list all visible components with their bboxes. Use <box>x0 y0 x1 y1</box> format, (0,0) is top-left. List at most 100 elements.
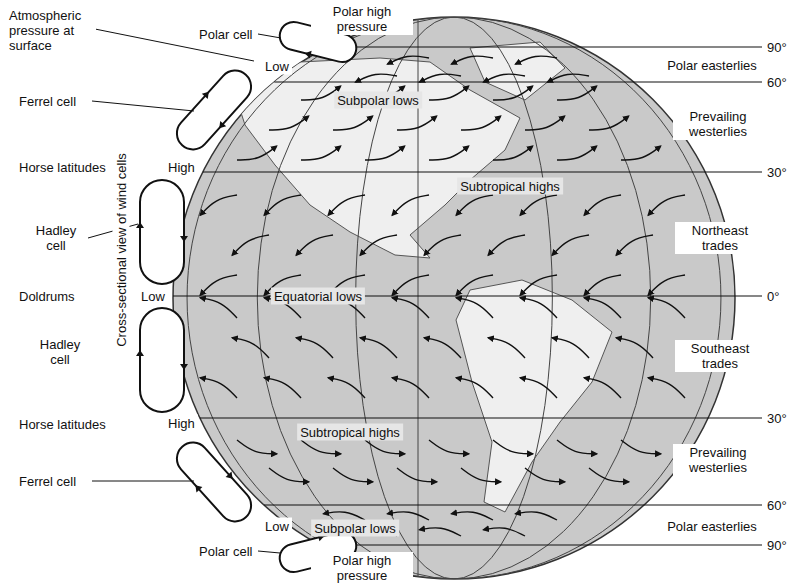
wind-arrow <box>419 74 461 82</box>
wind-arrow <box>200 275 237 295</box>
label: Southeast trades <box>675 340 765 372</box>
wind-arrow <box>648 195 685 215</box>
label: Cross-sectional view of wind cells <box>113 150 130 350</box>
wind-arrow <box>483 528 525 536</box>
latitude-line <box>320 544 762 545</box>
wind-arrow <box>387 56 429 64</box>
wind-arrow <box>493 440 533 454</box>
wind-arrow <box>269 116 309 130</box>
wind-arrow <box>621 146 661 160</box>
label: Polar easterlies <box>664 518 760 535</box>
leader-line <box>92 101 194 111</box>
wind-cell <box>167 433 260 530</box>
wind-arrow <box>264 195 301 215</box>
leader-line <box>258 34 281 38</box>
wind-arrow <box>589 468 629 482</box>
wind-arrow <box>621 440 661 454</box>
wind-arrow <box>488 235 525 255</box>
wind-arrow <box>616 235 653 255</box>
wind-arrow <box>483 74 525 82</box>
wind-arrow <box>493 86 533 100</box>
wind-arrow <box>547 74 589 82</box>
label: High <box>165 159 198 176</box>
label: Hadley cell <box>30 336 90 368</box>
label: Ferrel cell <box>16 93 79 110</box>
wind-arrow <box>461 468 501 482</box>
wind-arrow <box>392 378 429 398</box>
wind-arrow <box>584 275 621 295</box>
wind-arrow <box>355 74 397 82</box>
wind-arrow <box>392 275 429 295</box>
latitude-line <box>200 417 762 418</box>
wind-arrow <box>237 440 277 454</box>
wind-arrow <box>552 338 589 358</box>
latitude-line <box>173 295 762 296</box>
label: 90° <box>764 537 790 554</box>
label: 30° <box>764 164 790 181</box>
wind-arrow <box>237 146 277 160</box>
leader-line <box>258 551 280 553</box>
wind-arrow <box>419 528 461 536</box>
label: Doldrums <box>16 288 78 305</box>
label: Prevailing westerlies <box>673 444 763 476</box>
continent <box>230 58 520 258</box>
wind-arrow <box>424 338 461 358</box>
wind-arrow <box>200 298 237 318</box>
label: Polar cell <box>196 543 255 560</box>
wind-arrow <box>360 338 397 358</box>
globe <box>173 17 735 579</box>
latitude-line <box>274 81 762 82</box>
wind-arrow <box>451 56 493 64</box>
label: Equatorial lows <box>271 288 365 305</box>
wind-arrow <box>520 275 557 295</box>
label: Ferrel cell <box>16 473 79 490</box>
wind-arrow <box>515 512 557 520</box>
wind-arrow <box>200 378 237 398</box>
label: Subtropical highs <box>297 424 403 441</box>
wind-arrow <box>616 338 653 358</box>
label: Polar easterlies <box>664 57 760 74</box>
latitude-line <box>203 171 762 172</box>
wind-arrow <box>589 116 629 130</box>
wind-arrow <box>328 378 365 398</box>
wind-arrow <box>328 195 365 215</box>
wind-cell <box>136 180 188 284</box>
label: 30° <box>764 410 790 427</box>
wind-arrow <box>424 235 461 255</box>
wind-arrow <box>557 86 597 100</box>
label: Atmospheric pressure at surface <box>6 7 96 54</box>
label: Polar high pressure <box>311 552 413 584</box>
label: Subpolar lows <box>311 520 399 537</box>
label: Subpolar lows <box>334 92 422 109</box>
wind-arrow <box>360 235 397 255</box>
wind-arrow <box>200 195 237 215</box>
label: Horse latitudes <box>16 416 109 433</box>
wind-arrow <box>493 146 533 160</box>
continent <box>456 280 612 512</box>
label: Horse latitudes <box>16 159 109 176</box>
label: High <box>165 415 198 432</box>
wind-arrow <box>296 338 333 358</box>
wind-arrow <box>557 146 597 160</box>
label: Northeast trades <box>675 222 765 254</box>
label: Subtropical highs <box>457 178 563 195</box>
wind-arrow <box>515 56 557 64</box>
wind-arrow <box>269 468 309 482</box>
latitude-line <box>264 504 762 505</box>
wind-arrow <box>525 468 565 482</box>
wind-arrow <box>456 195 493 215</box>
wind-arrow <box>584 378 621 398</box>
wind-arrow <box>456 298 493 318</box>
label: Polar high pressure <box>311 3 413 35</box>
wind-arrow <box>451 512 493 520</box>
wind-arrow <box>333 468 373 482</box>
wind-arrow <box>648 298 685 318</box>
wind-cell <box>136 308 188 412</box>
label: Polar cell <box>196 26 255 43</box>
globe-content <box>187 17 740 579</box>
wind-arrow <box>333 116 373 130</box>
wind-arrow <box>392 298 429 318</box>
label: 60° <box>764 74 790 91</box>
wind-arrow <box>365 440 405 454</box>
